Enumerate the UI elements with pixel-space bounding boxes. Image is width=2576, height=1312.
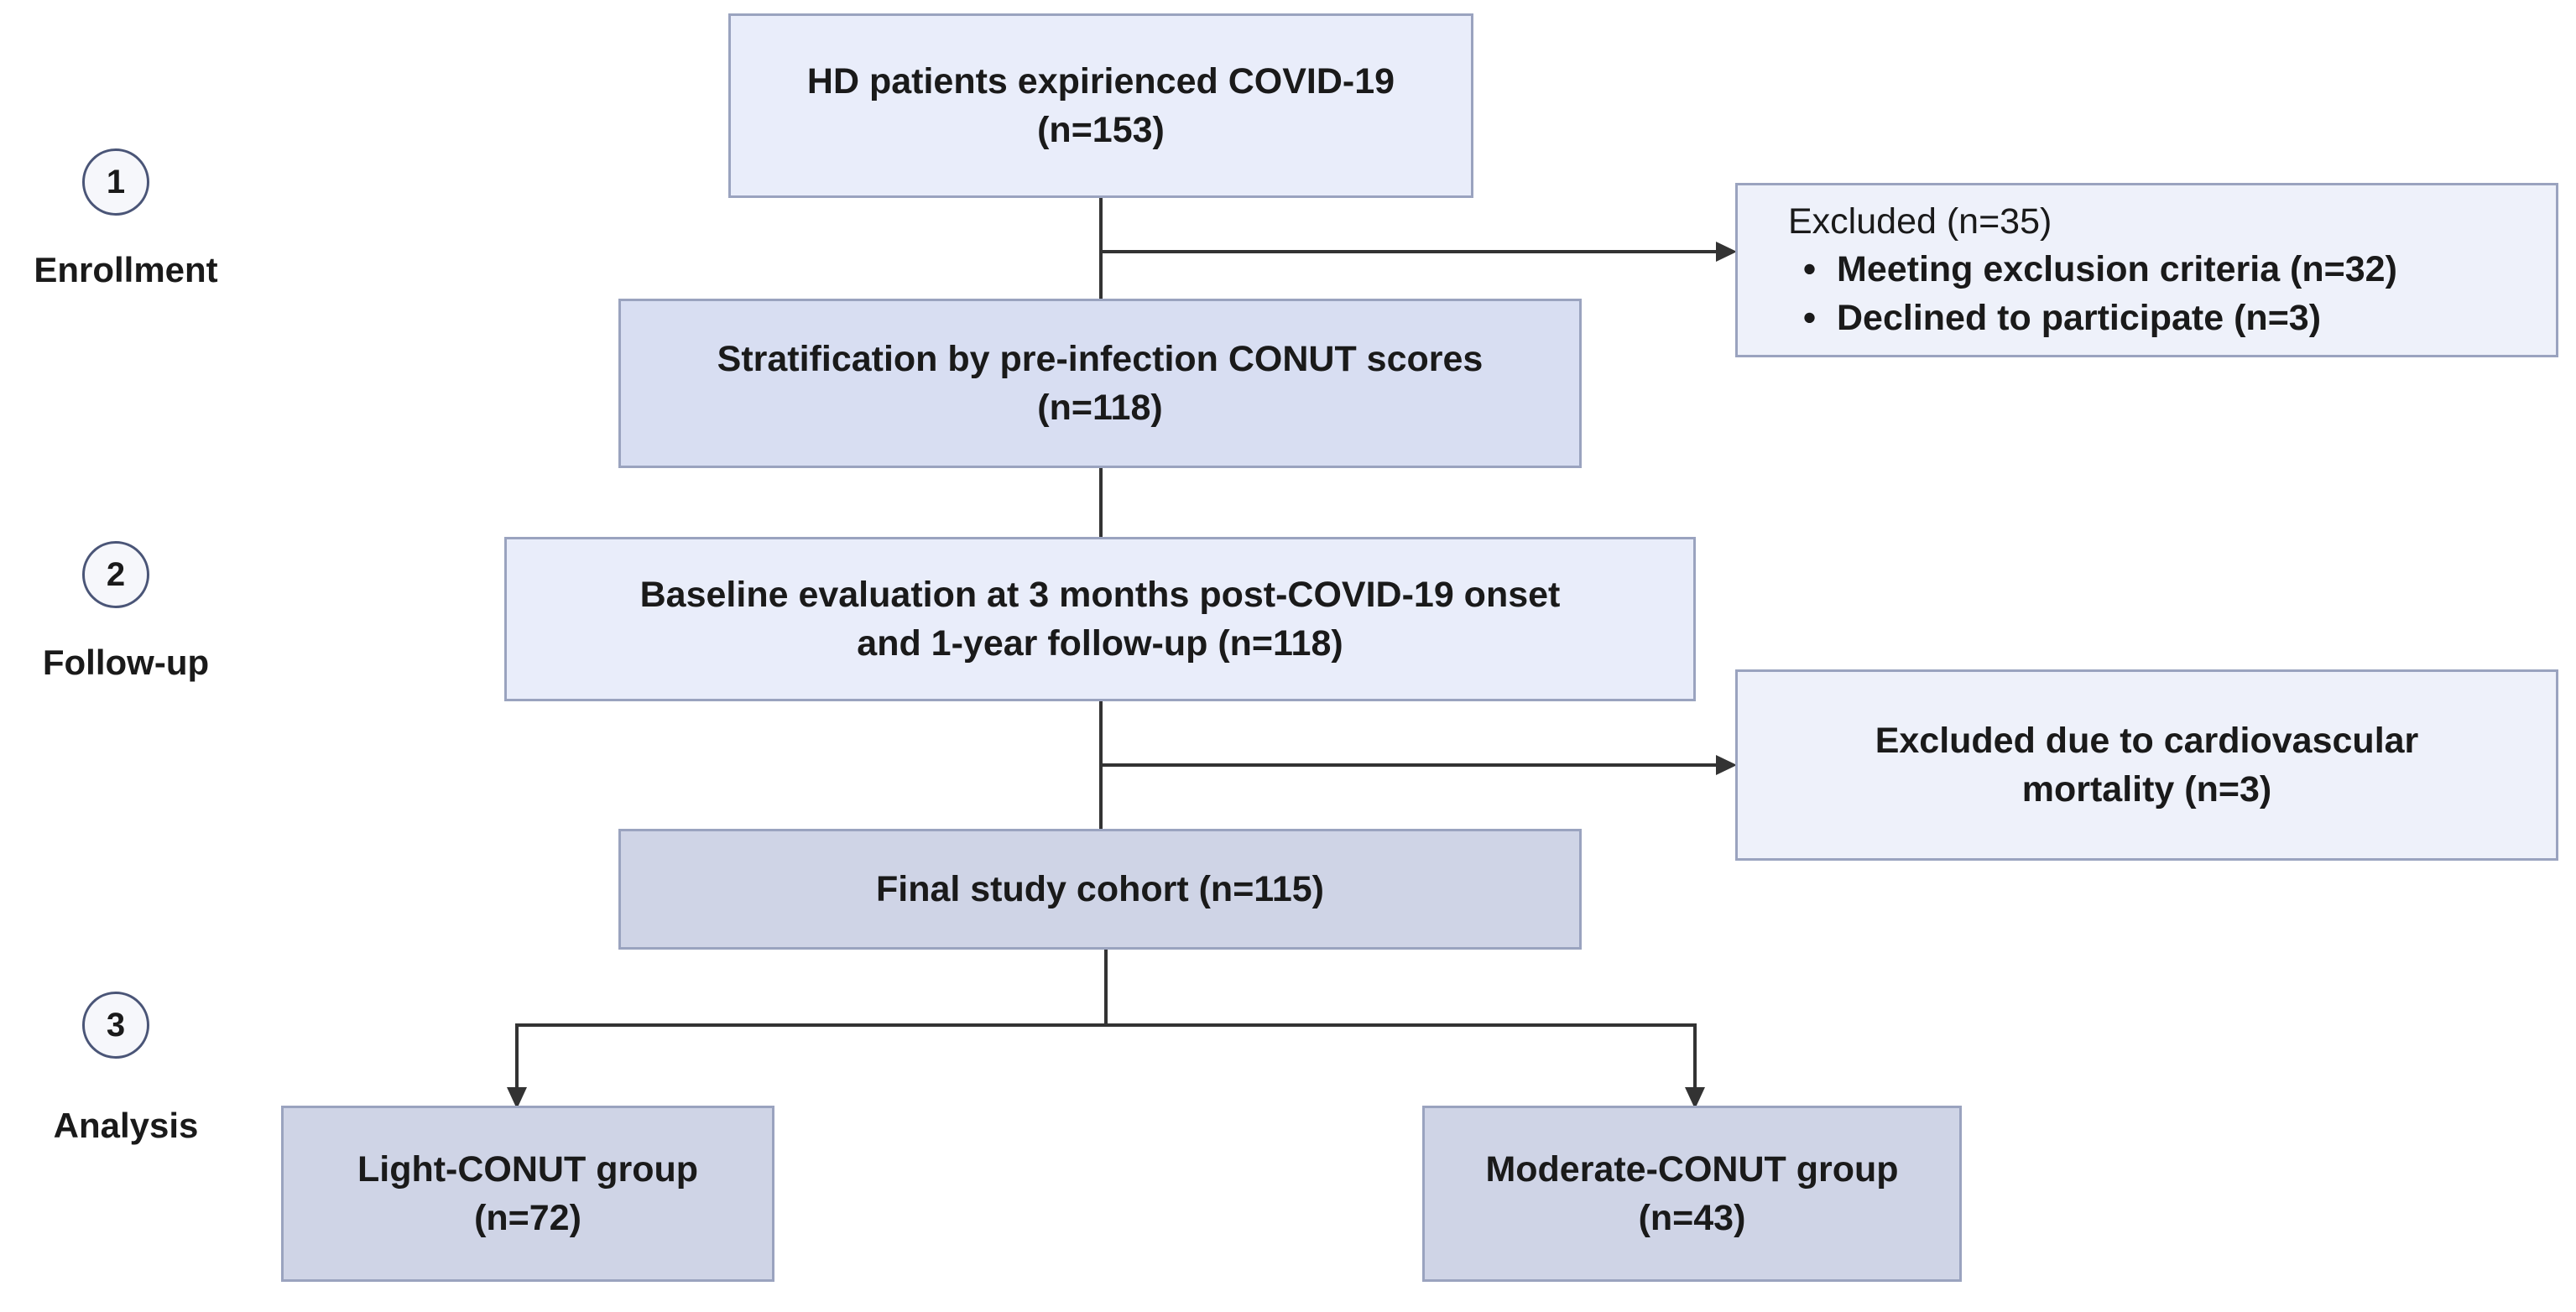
stage-1-marker: 1 bbox=[82, 148, 149, 216]
stratification-box: Stratification by pre-infection CONUT sc… bbox=[618, 299, 1582, 468]
stage-1-label: Enrollment bbox=[34, 250, 218, 289]
exclusion-2-text-line2: mortality (n=3) bbox=[2021, 769, 2272, 810]
baseline-box: Baseline evaluation at 3 months post-COV… bbox=[504, 537, 1696, 701]
moderate-conut-count: (n=43) bbox=[1638, 1198, 1746, 1238]
light-conut-count: (n=72) bbox=[474, 1198, 581, 1238]
stratification-count: (n=118) bbox=[1037, 388, 1163, 428]
final-cohort-text: Final study cohort (n=115) bbox=[875, 868, 1324, 909]
exclusion-1-item-text: Meeting exclusion criteria (n=32) bbox=[1837, 249, 2397, 290]
baseline-text-line2: and 1-year follow-up (n=118) bbox=[857, 623, 1343, 664]
exclusion-box-2: Excluded due to cardiovascular mortality… bbox=[1735, 669, 2558, 861]
hd-patients-text: HD patients expirienced COVID-19 bbox=[806, 60, 1395, 102]
exclusion-1-item: • Meeting exclusion criteria (n=32) bbox=[1788, 246, 2556, 294]
arrowhead-exclusion-1 bbox=[1716, 242, 1737, 262]
baseline-text-line1: Baseline evaluation at 3 months post-COV… bbox=[639, 574, 1561, 615]
moderate-conut-text: Moderate-CONUT group bbox=[1485, 1148, 1899, 1190]
light-conut-text: Light-CONUT group bbox=[357, 1148, 698, 1190]
final-cohort-box: Final study cohort (n=115) bbox=[618, 829, 1582, 950]
stage-2-marker: 2 bbox=[82, 541, 149, 608]
moderate-conut-box: Moderate-CONUT group (n=43) bbox=[1422, 1106, 1962, 1282]
bullet-icon: • bbox=[1803, 297, 1817, 338]
arrowhead-moderate bbox=[1685, 1087, 1705, 1109]
arrowhead-exclusion-2 bbox=[1716, 755, 1737, 775]
stage-3-number: 3 bbox=[106, 1006, 126, 1044]
exclusion-1-title: Excluded (n=35) bbox=[1788, 201, 2052, 242]
exclusion-1-item-text: Declined to participate (n=3) bbox=[1837, 297, 2322, 338]
bullet-icon: • bbox=[1803, 249, 1817, 290]
arrowhead-light bbox=[507, 1087, 527, 1109]
stage-2-number: 2 bbox=[106, 555, 126, 593]
connector-split bbox=[515, 1023, 1697, 1106]
stage-2-label: Follow-up bbox=[42, 643, 210, 682]
stage-3-label: Analysis bbox=[53, 1106, 199, 1145]
exclusion-2-text-line1: Excluded due to cardiovascular bbox=[1875, 720, 2419, 761]
hd-patients-count: (n=153) bbox=[1037, 110, 1165, 150]
exclusion-box-1: Excluded (n=35) • Meeting exclusion crit… bbox=[1735, 183, 2558, 357]
hd-patients-box: HD patients expirienced COVID-19 (n=153) bbox=[728, 13, 1473, 198]
light-conut-box: Light-CONUT group (n=72) bbox=[281, 1106, 774, 1282]
exclusion-1-item: • Declined to participate (n=3) bbox=[1788, 294, 2556, 342]
stage-3-marker: 3 bbox=[82, 992, 149, 1059]
stage-1-number: 1 bbox=[106, 163, 126, 200]
stratification-text: Stratification by pre-infection CONUT sc… bbox=[717, 338, 1484, 379]
